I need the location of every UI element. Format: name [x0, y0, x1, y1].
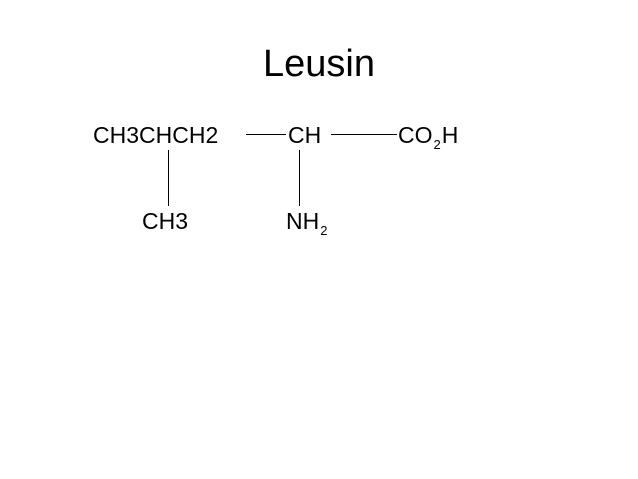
- amino-subscript: 2: [320, 223, 328, 238]
- bond-methyl: [168, 150, 169, 206]
- carboxyl-group: CO2H: [398, 121, 458, 153]
- center-group-text: CH: [288, 122, 322, 148]
- center-group: CH: [288, 121, 321, 149]
- methyl-text: CH3: [142, 208, 189, 234]
- bond-center-right: [331, 134, 397, 135]
- carboxyl-subscript: 2: [433, 137, 441, 152]
- carboxyl-h: H: [441, 122, 459, 148]
- bond-left-center: [246, 134, 286, 135]
- amino-nh: NH: [286, 208, 320, 234]
- slide-title: Leusin: [263, 43, 375, 85]
- left-group: CH3CHCH2: [93, 121, 218, 149]
- bond-amino: [299, 150, 300, 206]
- amino-group: NH2: [286, 207, 328, 239]
- methyl-group: CH3: [142, 207, 188, 235]
- left-group-text: CH3CHCH2: [93, 122, 219, 148]
- carboxyl-co: CO: [398, 122, 433, 148]
